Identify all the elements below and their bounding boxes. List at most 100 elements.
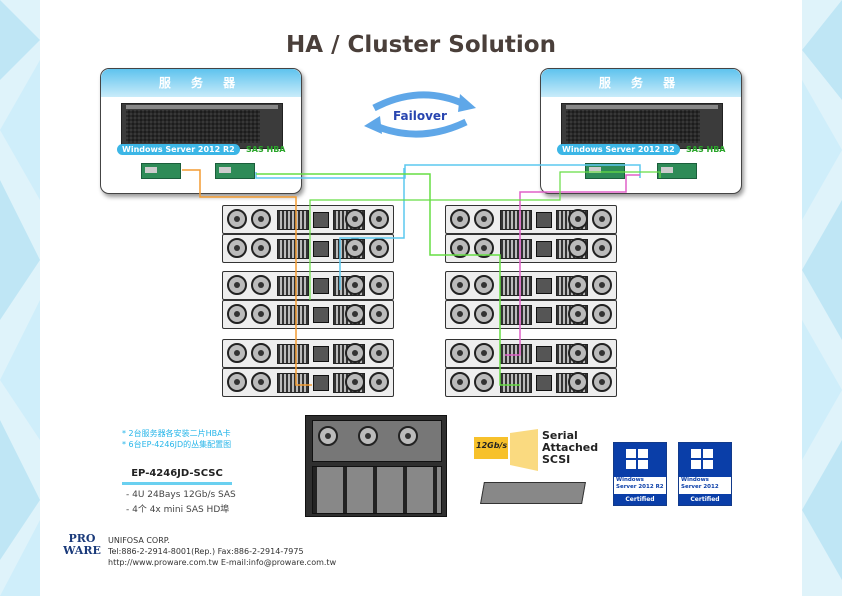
sas-line2: Attached (542, 441, 599, 454)
hba-label: SAS HBA (246, 145, 286, 154)
jbod-unit (222, 339, 394, 368)
fan-icon (568, 209, 588, 229)
fan-icon (450, 304, 470, 324)
fan-icon (369, 372, 389, 392)
port-module (536, 346, 552, 362)
fan-icon (592, 343, 612, 363)
note-line: * 6台EP-4246JD的丛集配置图 (122, 440, 232, 449)
server-right: 服 务 器 Windows Server 2012 R2 SAS HBA (540, 68, 742, 194)
fan-icon (450, 238, 470, 258)
triangle-pattern (0, 0, 40, 596)
jbod-unit (445, 300, 617, 329)
fan-icon (369, 238, 389, 258)
fan-icon (227, 372, 247, 392)
jbod-unit (222, 271, 394, 300)
port-module (536, 241, 552, 257)
fan-icon (568, 275, 588, 295)
company-tel: Tel:886-2-2914-8001(Rep.) Fax:886-2-2914… (108, 547, 304, 556)
windows-logo-icon (626, 449, 650, 471)
fan-icon (345, 372, 365, 392)
fan-icon (369, 304, 389, 324)
drive-bay (277, 373, 309, 393)
fan-icon (369, 343, 389, 363)
drive-bay (500, 210, 532, 230)
server-header: 服 务 器 (101, 69, 301, 97)
fan-icon (568, 372, 588, 392)
company-web: http://www.proware.com.tw E-mail:info@pr… (108, 558, 337, 567)
note-line: * 2台服务器各安装二片HBA卡 (122, 429, 231, 438)
fan-icon (345, 275, 365, 295)
server-left: 服 务 器 Windows Server 2012 R2 SAS HBA (100, 68, 302, 194)
hba-card (141, 163, 181, 179)
fan-icon (474, 372, 494, 392)
drive-bay (277, 276, 309, 296)
fan-icon (251, 304, 271, 324)
fan-icon (592, 304, 612, 324)
port-module (313, 307, 329, 323)
fan-icon (227, 275, 247, 295)
fan-icon (251, 209, 271, 229)
sas-line3: SCSI (542, 453, 571, 466)
fan-icon (592, 372, 612, 392)
server-chassis (561, 103, 723, 149)
fan-icon (227, 238, 247, 258)
sas-logo-icon (474, 429, 538, 471)
fan-icon (227, 304, 247, 324)
jbod-unit (222, 234, 394, 263)
port-module (536, 278, 552, 294)
port-module (536, 307, 552, 323)
sas-speed: 12Gb/s (476, 441, 508, 450)
fan-icon (474, 304, 494, 324)
failover-arrows-icon (364, 91, 476, 138)
fan-icon (227, 343, 247, 363)
right-decor-strip (802, 0, 842, 596)
sas-card-image (480, 482, 586, 504)
port-module (313, 278, 329, 294)
port-module (313, 375, 329, 391)
fan-icon (474, 238, 494, 258)
fan-icon (568, 238, 588, 258)
jbod-unit (445, 368, 617, 397)
spec-line: - 4U 24Bays 12Gb/s SAS (126, 490, 236, 500)
fan-icon (251, 275, 271, 295)
hba-card (657, 163, 697, 179)
company-name: UNIFOSA CORP. (108, 536, 170, 545)
port-module (313, 346, 329, 362)
fan-icon (345, 343, 365, 363)
fan-icon (592, 209, 612, 229)
jbod-unit (222, 300, 394, 329)
sas-line1: Serial (542, 429, 578, 442)
port-module (536, 375, 552, 391)
fan-icon (450, 372, 470, 392)
model-underline (122, 482, 232, 485)
port-module (313, 241, 329, 257)
fan-icon (592, 275, 612, 295)
drive-bay (500, 239, 532, 259)
fan-icon (369, 275, 389, 295)
spec-line: - 4个 4x mini SAS HD埠 (126, 505, 230, 515)
cert-line1: Windows (616, 477, 644, 483)
fan-icon (251, 238, 271, 258)
jbod-unit (445, 339, 617, 368)
hba-label: SAS HBA (686, 145, 726, 154)
product-model: EP-4246JD-SCSC (131, 468, 223, 479)
fan-icon (568, 304, 588, 324)
drive-bay (277, 344, 309, 364)
jbod-unit (222, 368, 394, 397)
fan-icon (474, 343, 494, 363)
fan-icon (345, 238, 365, 258)
jbod-unit (445, 271, 617, 300)
fan-icon (450, 343, 470, 363)
windows-logo-icon (691, 449, 715, 471)
cert-line2: Server 2012 R2 (616, 484, 664, 490)
cert-label: Certified (679, 494, 731, 505)
triangle-pattern (802, 0, 842, 580)
hba-card (215, 163, 255, 179)
fan-icon (568, 343, 588, 363)
fan-icon (592, 238, 612, 258)
hba-card (585, 163, 625, 179)
left-decor-strip (0, 0, 40, 596)
